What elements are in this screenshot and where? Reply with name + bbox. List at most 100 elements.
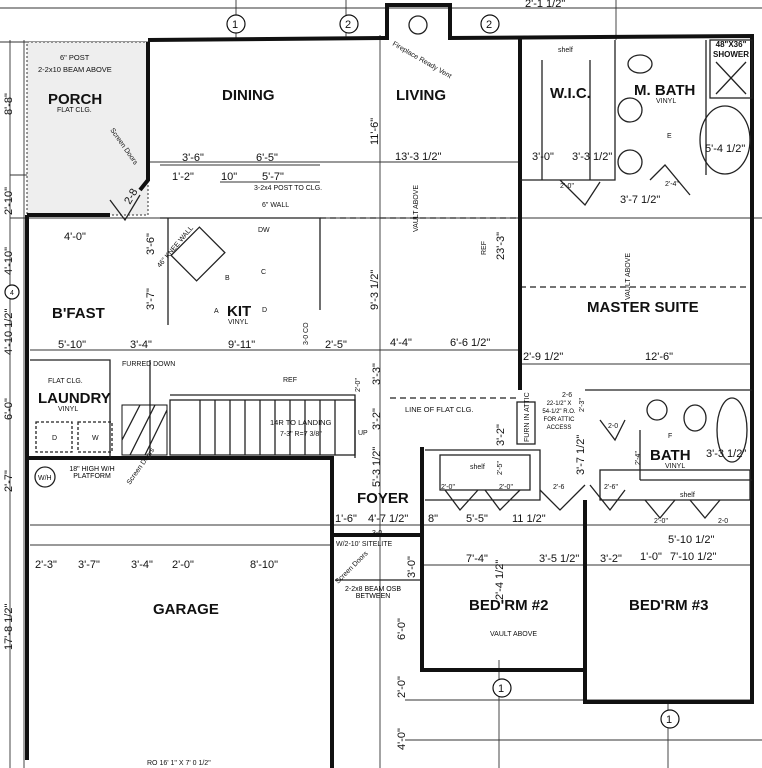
dim-label: 12'-6" (645, 351, 673, 363)
dim-label: 3'-7 1/2" (575, 435, 587, 475)
dim-label: 7'-4" (466, 553, 488, 565)
dim-label: 3'-0" (406, 556, 418, 578)
dim-label: 11 1/2" (512, 513, 546, 525)
marker-icon: C (261, 269, 266, 276)
note: FURRED DOWN (122, 361, 175, 368)
appliance-markers: B A C D E F (214, 133, 672, 440)
dim-label: 3'-4" (130, 339, 152, 351)
dim-label: 7'-10 1/2" (670, 551, 716, 563)
note: W/2-10' SITELITE (336, 541, 393, 548)
exterior-walls (25, 3, 754, 768)
dim-label: 1'-6" (335, 513, 357, 525)
dim-label: 6'-0" (3, 398, 15, 420)
beam-note: 2-2x8 BEAM OSB BETWEEN (344, 586, 402, 600)
dim-label: 2'-4" (635, 451, 642, 465)
dim-label: 4'-10 1/2" (3, 309, 15, 355)
dim-label: 6'-0" (396, 618, 408, 640)
dim-label: 8'-10" (250, 559, 278, 571)
dim-label: 8" (428, 513, 438, 525)
grid-markers: 1 2 2 1 1 4 (4, 14, 680, 729)
marker-icon: F (668, 433, 672, 440)
shelf-note: shelf (470, 464, 485, 471)
note: LINE OF FLAT CLG. (405, 405, 474, 414)
room-breakfast: B'FAST (52, 305, 105, 322)
stairs (169, 399, 356, 456)
dim-label: 1'-2" (172, 171, 194, 183)
dim-label: 3'-2" (371, 408, 383, 430)
dim-label: 3'-0" (532, 151, 554, 163)
porch-slab (26, 41, 149, 216)
shelf-note: shelf (558, 47, 573, 54)
dim-label: 4'-7 1/2" (368, 513, 408, 525)
room-bedroom-3: BED'RM #3 (629, 597, 708, 614)
dim-label: 8'-8" (3, 93, 15, 115)
dim-label: 2'-6 (553, 484, 565, 491)
dim-label: 5'-4 1/2" (705, 143, 745, 155)
interior-walls (30, 15, 753, 581)
dryer: D (52, 435, 57, 442)
note: REF (481, 241, 488, 255)
room-porch: PORCH (48, 91, 102, 108)
attic-access-note: 22-1/2" X 54-1/2" R.O. FOR ATTIC ACCESS (542, 401, 576, 431)
dim-label: 2'-3" (35, 559, 57, 571)
room-kitchen: KIT (227, 303, 251, 320)
room-kitchen-floor: VINYL (228, 319, 248, 326)
dim-label: 3'-7 1/2" (620, 194, 660, 206)
dim-label: 3'-6" (145, 233, 157, 255)
dim-label: 3'-7" (78, 559, 100, 571)
note: 46" KNEE WALL (156, 225, 195, 269)
room-master-suite: MASTER SUITE (587, 299, 699, 316)
dim-label: 3'-7" (145, 288, 157, 310)
room-laundry-floor: VINYL (58, 406, 78, 413)
dim-label: 2'-5" (325, 339, 347, 351)
dim-label: 5'-10 1/2" (668, 534, 714, 546)
room-dining: DINING (222, 87, 275, 104)
note: 7-3" R=7 3/8" (280, 431, 322, 438)
dim-label: 2'-5" (497, 461, 504, 475)
dim-label: 2'-0" (654, 518, 668, 525)
grid-marker: 1 (498, 683, 504, 695)
dim-label: 4'-4" (390, 337, 412, 349)
dim-label: 2'-7" (3, 470, 15, 492)
dim-label: 2'-0" (499, 484, 513, 491)
dim-label: 3'-2" (600, 553, 622, 565)
note: 2-2x10 BEAM ABOVE (38, 65, 112, 74)
dim-label: 2'-0" (560, 183, 574, 190)
note: 14R TO LANDING (270, 418, 332, 427)
note: REF (283, 377, 297, 384)
note: 3-0 CO (303, 322, 310, 345)
dim-label: 3'-5 1/2" (539, 553, 579, 565)
dim-label: 3'-2" (495, 424, 507, 446)
note: FURN IN ATTIC (524, 392, 531, 442)
dim-label: 2'-1 1/2" (525, 0, 565, 10)
grid-marker: 2 (486, 19, 492, 31)
dim-label: 17'-8 1/2" (3, 604, 15, 650)
dim-label: 9'-3 1/2" (369, 270, 381, 310)
dim-label: 1'-0" (640, 551, 662, 563)
dim-label: 2'-0" (396, 676, 408, 698)
room-labels: PORCH FLAT CLG. DINING LIVING W.I.C. M. … (38, 82, 708, 618)
dim-label: 2'-10" (3, 187, 15, 215)
room-bath: BATH (650, 447, 691, 464)
dim-label: 2'-4 1/2" (494, 560, 506, 600)
note: Fireplace Ready Vent (391, 41, 453, 81)
dim-label: 4'-0" (64, 231, 86, 243)
dim-label: 2'-6" (604, 484, 618, 491)
dim-label: 6'-5" (256, 152, 278, 164)
dim-label: 3-0 (372, 530, 382, 537)
dim-label: 11'-6" (369, 118, 381, 145)
note: UP (358, 430, 368, 437)
dim-label: 23'-3" (495, 232, 507, 260)
dim-label: 2-0 (718, 518, 728, 525)
room-foyer: FOYER (357, 490, 409, 507)
note: W/H (38, 475, 52, 482)
dim-label: 2'-0" (441, 484, 455, 491)
dim-label: 6'-6 1/2" (450, 337, 490, 349)
dim-label: 5'-5" (466, 513, 488, 525)
dim-label: 3'-3" (371, 363, 383, 385)
grid-marker: 1 (666, 714, 672, 726)
room-garage: GARAGE (153, 601, 219, 618)
dim-label: 3'-3 1/2" (706, 448, 746, 460)
dim-label: 4'-0" (396, 728, 408, 750)
dim-label: 2'-3" (579, 398, 586, 412)
